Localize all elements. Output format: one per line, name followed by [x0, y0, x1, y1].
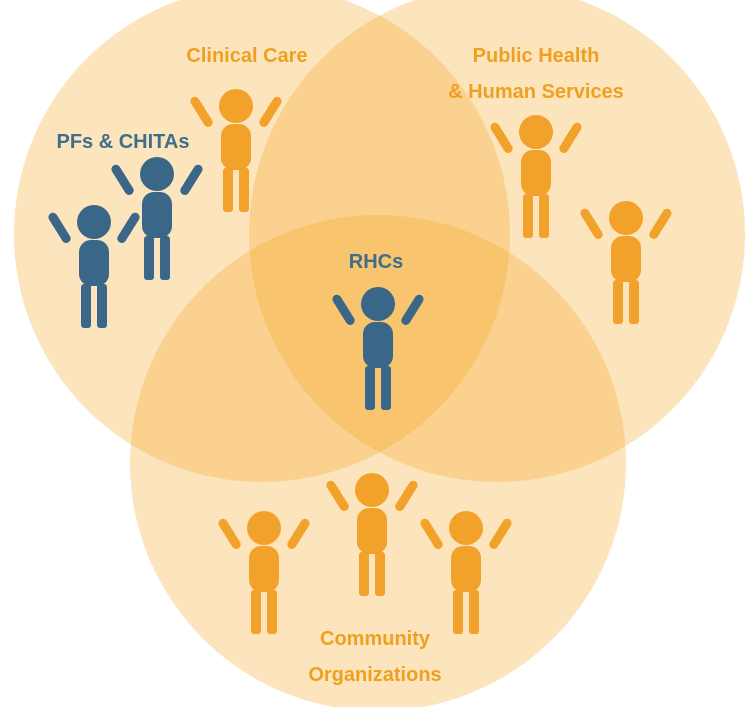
pfs-chitas-label: PFs & CHITAs — [57, 131, 190, 153]
community-label-line1: Community — [320, 628, 431, 650]
public-health-label-line2: & Human Services — [448, 81, 624, 103]
clinical-care-label: Clinical Care — [186, 45, 307, 67]
rhcs-label: RHCs — [349, 251, 403, 273]
public-health-label-line1: Public Health — [473, 45, 600, 67]
community-label-line2: Organizations — [308, 664, 441, 686]
